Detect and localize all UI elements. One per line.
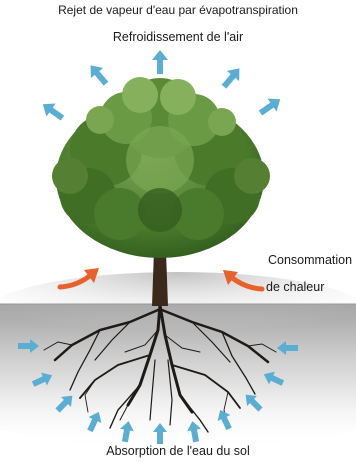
soil-arrow <box>31 372 53 387</box>
heat-consumption-label-line2: de chaleur <box>266 280 325 294</box>
heat-arrow-left <box>57 268 99 290</box>
soil-arrow <box>120 421 134 443</box>
vapour-arrows <box>42 50 281 121</box>
soil-water-arrows <box>18 339 298 444</box>
vapour-arrow <box>42 103 65 121</box>
soil-arrow <box>87 411 102 433</box>
tree-canopy <box>52 77 270 258</box>
soil-area <box>0 272 356 450</box>
heat-consumption-label-line1: Consommation <box>268 253 353 267</box>
vapour-arrow <box>258 98 281 116</box>
heat-arrow-right <box>223 270 265 292</box>
evapotranspiration-label: Rejet de vapeur d'eau par évapotranspira… <box>58 3 298 17</box>
soil-arrow <box>153 423 167 444</box>
soil-arrow <box>263 371 285 386</box>
vapour-arrow <box>221 68 240 89</box>
vapour-arrow <box>152 50 168 74</box>
soil-arrow <box>18 339 39 353</box>
air-cooling-label: Refroidissement de l'air <box>112 30 244 44</box>
soil-water-absorption-label: Absorption de l'eau du sol <box>106 444 250 458</box>
soil-arrow <box>217 409 232 431</box>
soil-arrow <box>277 341 298 355</box>
tree-roots <box>43 303 277 433</box>
vapour-arrow <box>90 65 109 86</box>
soil-arrow <box>55 395 73 413</box>
soil-arrow <box>187 421 201 443</box>
soil-arrow <box>245 394 263 412</box>
heat-arrows <box>57 268 265 292</box>
